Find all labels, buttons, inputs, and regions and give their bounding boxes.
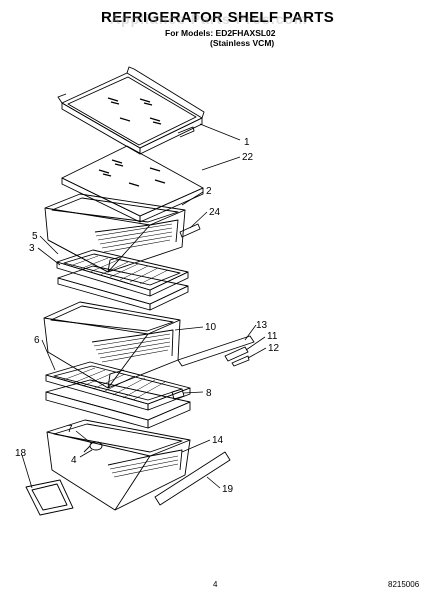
page-title: REFRIGERATOR SHELF PARTS <box>100 9 335 26</box>
document-number: 8215006 <box>388 580 420 589</box>
models-sub: (Stainless VCM) <box>210 38 275 48</box>
callout-24: 24 <box>209 207 221 218</box>
bracket-12 <box>231 355 250 367</box>
callout-18: 18 <box>15 448 27 459</box>
callout-14: 14 <box>212 435 224 446</box>
callout-11: 11 <box>267 331 278 342</box>
callout-6: 6 <box>34 335 40 346</box>
lower-cover-frame <box>45 361 191 429</box>
top-glass-shelf <box>57 66 205 155</box>
callout-3: 3 <box>29 243 35 254</box>
page-number: 4 <box>213 580 218 589</box>
callout-10: 10 <box>205 322 217 333</box>
lower-crisper-drawer <box>43 301 181 389</box>
callout-8: 8 <box>206 388 212 399</box>
callout-1: 1 <box>244 137 250 148</box>
callout-2: 2 <box>206 186 212 197</box>
bracket-11 <box>224 346 249 362</box>
crisper-cover <box>56 249 189 311</box>
callout-5: 5 <box>32 231 38 242</box>
rod-13 <box>177 335 255 367</box>
callout-7: 7 <box>67 424 73 435</box>
callout-13: 13 <box>256 320 268 331</box>
bottom-drawer <box>46 419 191 511</box>
models-line: For Models: ED2FHAXSL02 <box>165 28 276 38</box>
glass-shelf <box>61 145 204 223</box>
models-block: For Models: ED2FHAXSL02 (Stainless VCM) <box>165 28 276 48</box>
rod-19 <box>154 451 231 506</box>
callout-19: 19 <box>222 484 234 495</box>
label-tray <box>25 479 74 516</box>
callout-4: 4 <box>71 455 77 466</box>
callout-22: 22 <box>242 152 254 163</box>
callout-12: 12 <box>268 343 280 354</box>
